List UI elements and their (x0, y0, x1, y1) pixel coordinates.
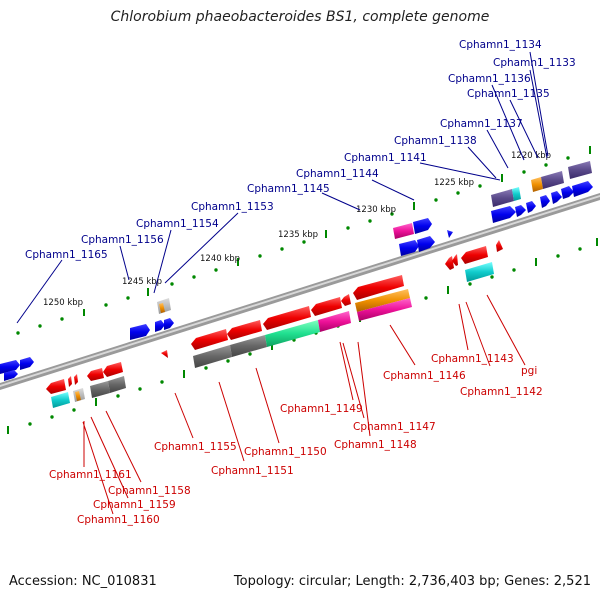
reverse-strand-genes (46, 240, 503, 408)
gene-arrow[interactable] (20, 357, 34, 370)
gene-label[interactable]: Cphamn1_1144 (296, 168, 379, 180)
kbp-label: 1250 kbp (43, 298, 83, 308)
gene-label[interactable]: Cphamn1_1134 (459, 39, 542, 51)
gene-label[interactable]: Cphamn1_1136 (448, 73, 531, 85)
gene-arrow[interactable] (341, 294, 351, 306)
gene-arrow[interactable] (164, 318, 174, 330)
gene-label[interactable]: Cphamn1_1153 (191, 201, 274, 213)
gene-label[interactable]: Cphamn1_1151 (211, 465, 294, 477)
gene-arrow[interactable] (572, 181, 593, 197)
gene-arrow[interactable] (541, 171, 564, 189)
gene-box[interactable] (193, 345, 232, 368)
gene-arrow[interactable] (191, 329, 228, 350)
gene-label[interactable]: Cphamn1_1155 (154, 441, 237, 453)
gene-arrow[interactable] (515, 205, 526, 217)
gene-box[interactable] (265, 320, 320, 347)
kbp-label: 1220 kbp (511, 151, 551, 161)
gene-arrow[interactable] (46, 379, 66, 394)
gene-label[interactable]: Cphamn1_1161 (49, 469, 132, 481)
kbp-label: 1245 kbp (122, 277, 162, 287)
gene-arrow[interactable] (130, 324, 150, 340)
gene-box[interactable] (90, 381, 110, 398)
gene-box[interactable] (108, 376, 126, 393)
gene-arrow[interactable] (161, 350, 168, 358)
gene-label[interactable]: Cphamn1_1146 (383, 370, 466, 382)
kbp-label: 1235 kbp (278, 230, 318, 240)
gene-arrow[interactable] (68, 376, 72, 387)
gene-arrow[interactable] (155, 320, 165, 332)
gene-box[interactable] (318, 311, 351, 332)
gene-arrow[interactable] (311, 297, 342, 316)
gene-arrow[interactable] (461, 246, 488, 264)
map-title: Chlorobium phaeobacteroides BS1, complet… (110, 9, 490, 25)
gene-arrow[interactable] (526, 201, 536, 213)
reverse-leader-lines (82, 294, 526, 515)
gene-label[interactable]: Cphamn1_1160 (77, 514, 160, 526)
gene-box[interactable] (531, 177, 543, 192)
gene-label[interactable]: Cphamn1_1165 (25, 249, 108, 261)
gene-arrow[interactable] (551, 191, 562, 204)
gene-arrow[interactable] (491, 189, 514, 207)
gene-label[interactable]: pgi (521, 365, 537, 377)
gene-arrow[interactable] (413, 218, 432, 234)
gene-arrow[interactable] (445, 256, 454, 270)
topology-text: Topology: circular; Length: 2,736,403 bp… (233, 574, 591, 589)
reverse-gene-labels: Cphamn1_1143 pgi Cphamn1_1142 Cphamn1_11… (49, 353, 543, 526)
gene-arrow[interactable] (4, 370, 18, 381)
gene-label[interactable]: Cphamn1_1158 (108, 485, 191, 497)
gene-arrow[interactable] (417, 236, 435, 252)
gene-arrow[interactable] (74, 374, 78, 385)
gene-label[interactable]: Cphamn1_1141 (344, 152, 427, 164)
kbp-label: 1240 kbp (200, 254, 240, 264)
gene-arrow[interactable] (87, 368, 104, 381)
gene-arrow[interactable] (447, 230, 453, 238)
gene-box[interactable] (159, 303, 165, 313)
gene-arrow[interactable] (399, 240, 419, 256)
gene-label[interactable]: Cphamn1_1143 (431, 353, 514, 365)
gene-arrow[interactable] (0, 360, 20, 374)
gene-label[interactable]: Cphamn1_1156 (81, 234, 164, 246)
gene-arrow[interactable] (227, 320, 262, 340)
gene-box[interactable] (230, 335, 267, 357)
gene-label[interactable]: Cphamn1_1148 (334, 439, 417, 451)
gene-label[interactable]: Cphamn1_1138 (394, 135, 477, 147)
gene-box[interactable] (51, 392, 70, 408)
gene-arrow[interactable] (491, 206, 516, 223)
gene-label[interactable]: Cphamn1_1147 (353, 421, 436, 433)
gene-label[interactable]: Cphamn1_1159 (93, 499, 176, 511)
gene-label[interactable]: Cphamn1_1142 (460, 386, 543, 398)
gene-box[interactable] (75, 391, 81, 401)
gene-arrow[interactable] (263, 306, 311, 330)
gene-box[interactable] (465, 262, 494, 282)
gene-label[interactable]: Cphamn1_1145 (247, 183, 330, 195)
accession-text: Accession: NC_010831 (9, 574, 157, 589)
gene-arrow[interactable] (103, 362, 123, 377)
gene-label[interactable]: Cphamn1_1135 (467, 88, 550, 100)
gene-label[interactable]: Cphamn1_1154 (136, 218, 219, 230)
gene-label[interactable]: Cphamn1_1133 (493, 57, 576, 69)
gene-arrow[interactable] (353, 275, 404, 300)
gene-label[interactable]: Cphamn1_1137 (440, 118, 523, 130)
gene-arrow[interactable] (561, 186, 574, 199)
gene-arrow[interactable] (496, 240, 503, 252)
gene-arrow[interactable] (452, 254, 458, 266)
gene-label[interactable]: Cphamn1_1150 (244, 446, 327, 458)
gene-box[interactable] (512, 187, 521, 201)
gene-box[interactable] (355, 289, 410, 312)
outer-tick-track (16, 146, 591, 335)
forward-leader-lines (16, 51, 549, 324)
gene-box[interactable] (357, 298, 412, 321)
genome-backbone (0, 193, 600, 390)
gene-label[interactable]: Cphamn1_1149 (280, 403, 363, 415)
inner-tick-track (7, 238, 598, 434)
kbp-label: 1225 kbp (434, 178, 474, 188)
gene-arrow[interactable] (540, 195, 550, 208)
forward-gene-labels: Cphamn1_1134 Cphamn1_1133 Cphamn1_1136 C… (25, 39, 576, 261)
gene-arrow[interactable] (393, 223, 414, 239)
gene-arrow[interactable] (568, 161, 592, 179)
kbp-label: 1230 kbp (356, 205, 396, 215)
forward-strand-genes (0, 161, 593, 381)
